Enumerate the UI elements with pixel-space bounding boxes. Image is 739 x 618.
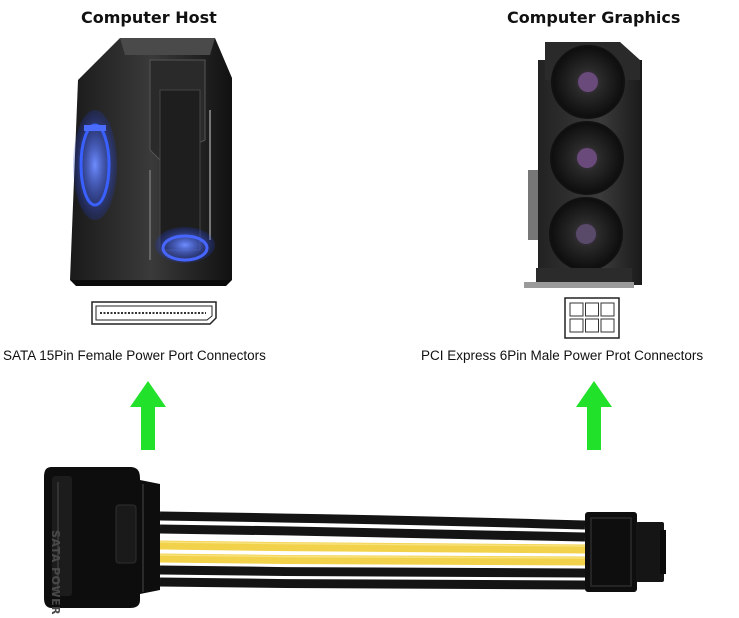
arrow-up-left-icon — [130, 381, 166, 450]
pcie-6pin-connector — [585, 512, 666, 592]
arrow-up-right-icon — [576, 381, 612, 450]
graphics-title: Computer Graphics — [507, 8, 681, 27]
sata-port-icon — [91, 301, 217, 325]
computer-host-case — [70, 38, 232, 286]
sata-power-label: SATA POWER — [49, 530, 62, 616]
host-title: Computer Host — [81, 8, 217, 27]
graphics-card — [524, 42, 642, 288]
power-cable — [159, 511, 586, 590]
sata-power-connector — [44, 467, 160, 608]
pcie-port-caption: PCI Express 6Pin Male Power Prot Connect… — [421, 348, 704, 363]
sata-port-caption: SATA 15Pin Female Power Port Connectors — [3, 348, 266, 363]
pcie-port-icon — [564, 297, 620, 339]
